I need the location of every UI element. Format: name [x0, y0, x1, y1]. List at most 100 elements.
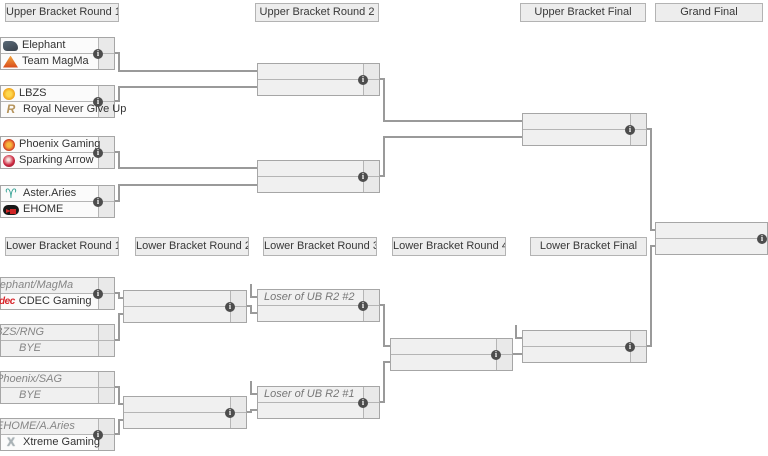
- info-icon[interactable]: i: [93, 196, 103, 207]
- team-name: EHOME: [23, 203, 64, 215]
- tbd-team-name: Phoenix/SAG: [0, 373, 63, 385]
- header-lower-bracket-round-4: Lower Bracket Round 4: [392, 237, 506, 256]
- team-magma-icon: [3, 55, 18, 68]
- info-icon[interactable]: i: [358, 74, 368, 85]
- tbd-team-name: LBZS/RNG: [0, 326, 45, 338]
- match-grand-final: i: [655, 222, 768, 255]
- info-icon[interactable]: i: [358, 300, 368, 311]
- score-cell: [363, 64, 379, 79]
- team-slot[interactable]: Team MagMa: [1, 54, 114, 69]
- team-name: Team MagMa: [22, 55, 89, 67]
- score-cell: [98, 102, 114, 117]
- team-slot: [523, 130, 646, 145]
- match-ub-round2-1: i: [257, 63, 380, 96]
- team-slot: [258, 161, 379, 177]
- team-slot: Phoenix/SAG: [0, 372, 114, 388]
- team-slot: BYE: [1, 388, 114, 403]
- team-slot[interactable]: Sparking Arrow: [1, 153, 114, 168]
- score-cell: [98, 419, 114, 434]
- score-cell: [98, 388, 114, 403]
- bye-label: BYE: [18, 342, 41, 354]
- score-cell: [496, 355, 512, 370]
- score-cell: [98, 153, 114, 168]
- header-lower-bracket-final: Lower Bracket Final: [530, 237, 647, 256]
- match-lb-round1-4: EHOME/A.Aries X Xtreme Gaming i: [0, 418, 115, 451]
- score-cell: [630, 347, 646, 362]
- match-ub-round1-3: Phoenix Gaming Sparking Arrow i: [0, 136, 115, 169]
- team-slot: [523, 347, 646, 362]
- info-icon[interactable]: i: [491, 349, 501, 360]
- header-upper-bracket-final: Upper Bracket Final: [520, 3, 646, 22]
- score-cell: [630, 114, 646, 129]
- score-cell: [363, 177, 379, 192]
- score-cell: [98, 54, 114, 69]
- team-slot[interactable]: X Xtreme Gaming: [1, 435, 114, 450]
- team-slot[interactable]: LBZS: [1, 86, 114, 102]
- score-cell: [98, 38, 114, 53]
- team-name: Phoenix Gaming: [19, 138, 101, 150]
- info-icon[interactable]: i: [93, 96, 103, 107]
- header-lower-bracket-round-3: Lower Bracket Round 3: [263, 237, 377, 256]
- info-icon[interactable]: i: [93, 48, 103, 59]
- info-icon[interactable]: i: [93, 429, 103, 440]
- team-slot[interactable]: Phoenix Gaming: [1, 137, 114, 153]
- loser-slot-label: Loser of UB R2 #1: [264, 388, 355, 400]
- info-icon[interactable]: i: [358, 171, 368, 182]
- header-lower-bracket-round-1: Lower Bracket Round 1: [5, 237, 119, 256]
- team-slot: [391, 355, 512, 370]
- info-icon[interactable]: i: [358, 397, 368, 408]
- score-cell: [98, 278, 114, 293]
- score-cell: [630, 331, 646, 346]
- score-cell: [230, 397, 246, 412]
- header-upper-bracket-round-2: Upper Bracket Round 2: [255, 3, 379, 22]
- match-lb-round3-1: Loser of UB R2 #2 i: [257, 289, 380, 322]
- info-icon[interactable]: i: [625, 124, 635, 135]
- info-icon[interactable]: i: [757, 233, 767, 244]
- score-cell: [363, 403, 379, 418]
- team-name: LBZS: [19, 87, 47, 99]
- bye-label: BYE: [18, 389, 41, 401]
- match-ub-final: i: [522, 113, 647, 146]
- team-name: Aster.Aries: [23, 187, 77, 199]
- team-slot: [656, 239, 767, 254]
- team-slot[interactable]: Elephant: [1, 38, 114, 54]
- score-cell: [363, 387, 379, 402]
- info-icon[interactable]: i: [225, 301, 235, 312]
- info-icon[interactable]: i: [93, 288, 103, 299]
- team-name: Royal Never Give Up: [23, 103, 127, 115]
- team-name: CDEC Gaming: [18, 295, 92, 307]
- cdec-gaming-icon: cdec: [0, 296, 15, 307]
- team-slot[interactable]: cdec CDEC Gaming: [0, 294, 114, 309]
- team-slot[interactable]: ♈ Aster.Aries: [1, 186, 114, 202]
- info-icon[interactable]: i: [625, 341, 635, 352]
- tbd-team-name: Elephant/MagMa: [0, 279, 74, 291]
- team-slot: BYE: [1, 341, 114, 356]
- team-slot[interactable]: EHOME: [1, 202, 114, 217]
- team-slot: [124, 291, 246, 307]
- header-grand-final: Grand Final: [655, 3, 763, 22]
- rng-icon: R: [6, 102, 16, 116]
- score-cell: [363, 80, 379, 95]
- info-icon[interactable]: i: [225, 407, 235, 418]
- team-slot: [258, 306, 379, 321]
- team-slot: [258, 177, 379, 192]
- team-slot: LBZS/RNG: [0, 325, 114, 341]
- team-name: Sparking Arrow: [19, 154, 94, 166]
- info-icon[interactable]: i: [93, 147, 103, 158]
- score-cell: [98, 202, 114, 217]
- header-lower-bracket-round-2: Lower Bracket Round 2: [135, 237, 249, 256]
- team-slot: [124, 397, 246, 413]
- score-cell: [98, 86, 114, 101]
- match-lb-round2-2: i: [123, 396, 247, 429]
- aster-aries-icon: ♈: [5, 186, 17, 201]
- score-cell: [230, 291, 246, 306]
- team-name: Elephant: [22, 39, 66, 51]
- team-slot: [656, 223, 767, 239]
- lbzs-icon: [3, 87, 15, 100]
- team-slot: [124, 307, 246, 322]
- team-slot: Elephant/MagMa: [0, 278, 114, 294]
- match-ub-round1-1: Elephant Team MagMa i: [0, 37, 115, 70]
- match-ub-round1-4: ♈ Aster.Aries EHOME i: [0, 185, 115, 218]
- team-slot: [258, 80, 379, 95]
